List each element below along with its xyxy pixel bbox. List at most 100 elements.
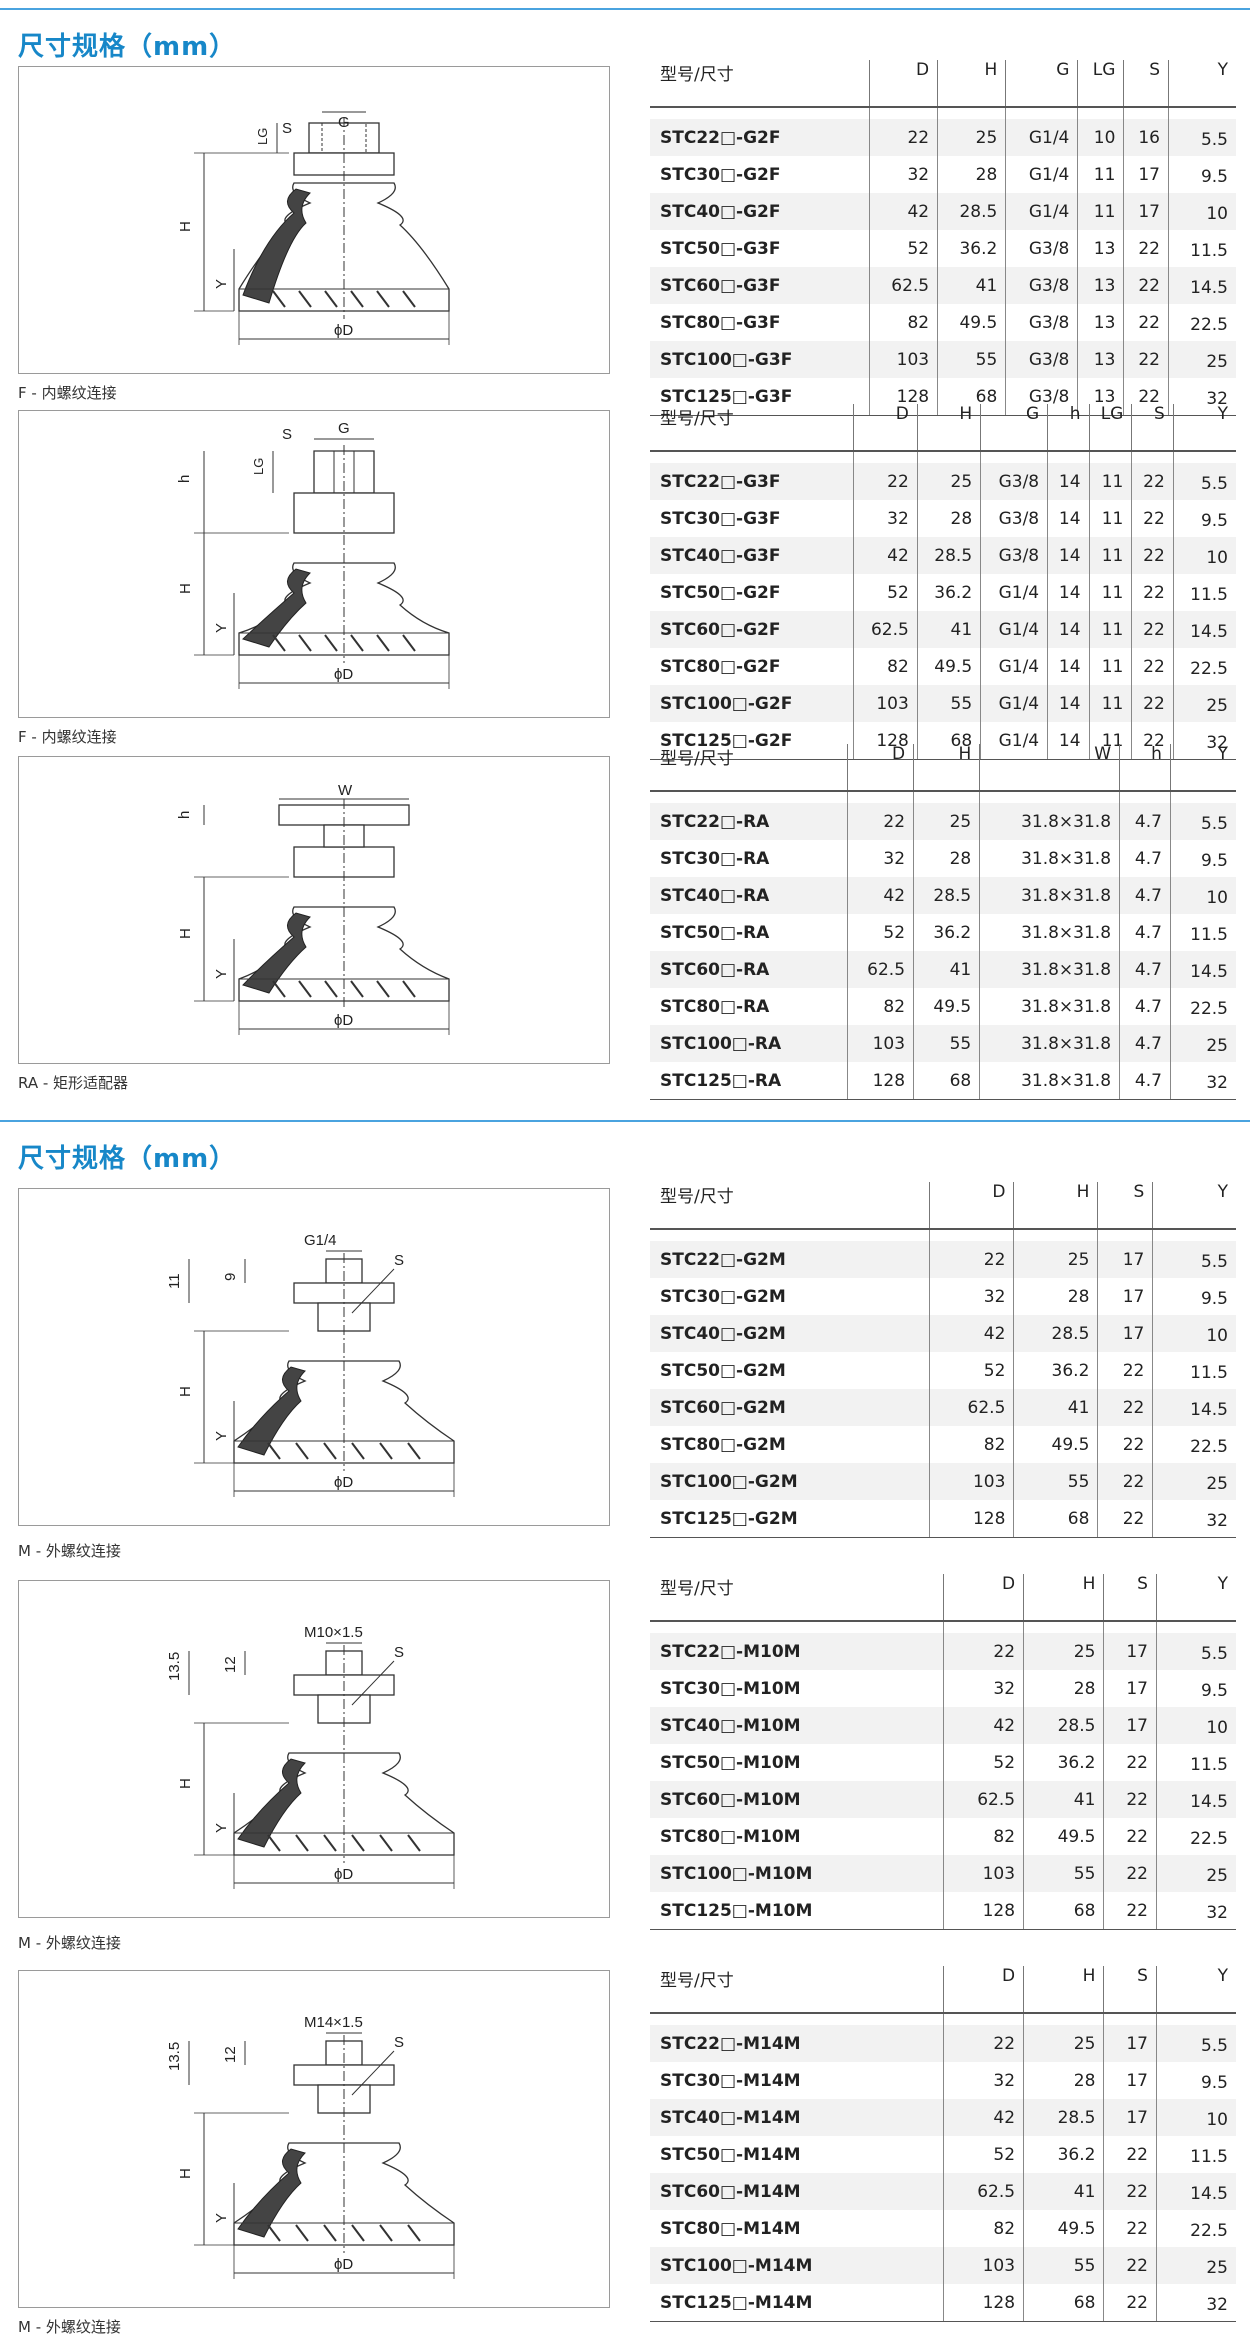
model-cell: STC80□-G3F — [650, 304, 870, 341]
diagram-caption: M - 外螺纹连接 — [18, 1542, 121, 1560]
model-cell: STC60□-M14M — [650, 2173, 944, 2210]
value-cell: 22 — [1131, 648, 1174, 685]
value-cell: 32 — [943, 1670, 1025, 1707]
value-cell: 4.7 — [1119, 988, 1171, 1025]
value-cell: G1/4 — [980, 685, 1049, 722]
column-header: H — [917, 404, 982, 452]
value-cell: 103 — [943, 2247, 1025, 2284]
value-cell: 32 — [1156, 2284, 1236, 2322]
value-cell: 22 — [1103, 2136, 1157, 2173]
value-cell: 14.5 — [1156, 2173, 1236, 2210]
model-cell: STC100□-G3F — [650, 341, 870, 378]
value-cell: 4.7 — [1119, 803, 1171, 840]
diagram-caption: M - 外螺纹连接 — [18, 2318, 121, 2336]
value-cell: 22 — [1131, 500, 1174, 537]
column-header: S — [1123, 60, 1169, 108]
value-cell: 5.5 — [1152, 1241, 1236, 1278]
value-cell: 55 — [917, 685, 982, 722]
column-header: LG — [1077, 60, 1125, 108]
value-cell: G3/8 — [1005, 267, 1079, 304]
dimension-label-d: ϕD — [334, 666, 353, 683]
value-cell: 14 — [1047, 463, 1090, 500]
value-cell: 11.5 — [1168, 230, 1236, 267]
value-cell: 32 — [853, 500, 918, 537]
dimension-label-s: S — [282, 120, 292, 137]
model-cell: STC30□-G2M — [650, 1278, 931, 1315]
column-header: 型号/尺寸 — [650, 1182, 931, 1230]
value-cell: 42 — [869, 193, 939, 230]
rib-line — [402, 634, 416, 652]
value-cell: 9.5 — [1170, 840, 1236, 877]
value-cell: 14.5 — [1168, 267, 1236, 304]
model-cell: STC50□-G2M — [650, 1352, 931, 1389]
dimension-label-d: ϕD — [334, 322, 353, 339]
dimension-label-thread: M14×1.5 — [304, 2014, 363, 2031]
model-cell: STC80□-RA — [650, 988, 848, 1025]
value-cell: 82 — [929, 1426, 1015, 1463]
dimension-label-sub: 12 — [222, 1656, 239, 1673]
value-cell: 14 — [1047, 500, 1090, 537]
value-cell: 22 — [1103, 2173, 1157, 2210]
leader-line — [351, 2050, 395, 2096]
value-cell: 22 — [1131, 574, 1174, 611]
value-cell: 22 — [1131, 463, 1174, 500]
value-cell: 36.2 — [917, 574, 982, 611]
model-cell: STC100□-G2F — [650, 685, 855, 722]
value-cell: 22 — [853, 463, 918, 500]
value-cell: 17 — [1103, 1670, 1157, 1707]
value-cell: 14 — [1047, 611, 1090, 648]
model-cell: STC60□-G2M — [650, 1389, 931, 1426]
hatched-section — [242, 912, 311, 994]
model-cell: STC60□-G2F — [650, 611, 855, 648]
value-cell: 62.5 — [869, 267, 939, 304]
rib-line — [267, 1834, 281, 1852]
value-cell: 9.5 — [1156, 1670, 1236, 1707]
column-header: Y — [1173, 404, 1236, 452]
value-cell: G1/4 — [980, 574, 1049, 611]
dimension-label-d: ϕD — [334, 2256, 353, 2273]
value-cell: 14 — [1047, 537, 1090, 574]
rib-line — [295, 2224, 309, 2242]
model-cell: STC125□-M14M — [650, 2284, 944, 2322]
dimension-label-lg: LG — [255, 128, 270, 145]
value-cell: 41 — [1023, 1781, 1105, 1818]
value-cell: 62.5 — [929, 1389, 1015, 1426]
value-cell: 68 — [1023, 1892, 1105, 1930]
value-cell: 55 — [1023, 1855, 1105, 1892]
value-cell: 22.5 — [1173, 648, 1236, 685]
value-cell: 13 — [1077, 267, 1125, 304]
value-cell: 36.2 — [1013, 1352, 1099, 1389]
value-cell: 22 — [1103, 1892, 1157, 1930]
model-cell: STC80□-M14M — [650, 2210, 944, 2247]
value-cell: 103 — [943, 1855, 1025, 1892]
value-cell: 22 — [1103, 1855, 1157, 1892]
value-cell: 82 — [869, 304, 939, 341]
value-cell: 9.5 — [1168, 156, 1236, 193]
value-cell: 32 — [943, 2062, 1025, 2099]
value-cell: 42 — [943, 1707, 1025, 1744]
value-cell: 17 — [1123, 156, 1169, 193]
value-cell: G1/4 — [980, 611, 1049, 648]
value-cell: 4.7 — [1119, 914, 1171, 951]
column-header: H — [913, 744, 981, 792]
value-cell: 10 — [1156, 2099, 1236, 2136]
value-cell: 31.8×31.8 — [979, 877, 1121, 914]
value-cell: 22 — [1097, 1426, 1154, 1463]
dimension-label-h: H — [177, 583, 194, 594]
value-cell: 4.7 — [1119, 877, 1171, 914]
diagram-caption: F - 内螺纹连接 — [18, 384, 117, 402]
value-cell: 49.5 — [1023, 2210, 1105, 2247]
model-cell: STC125□-G2M — [650, 1500, 931, 1538]
value-cell: 49.5 — [1013, 1426, 1099, 1463]
value-cell: 128 — [929, 1500, 1015, 1538]
value-cell: 11 — [1089, 463, 1133, 500]
value-cell: 52 — [943, 2136, 1025, 2173]
